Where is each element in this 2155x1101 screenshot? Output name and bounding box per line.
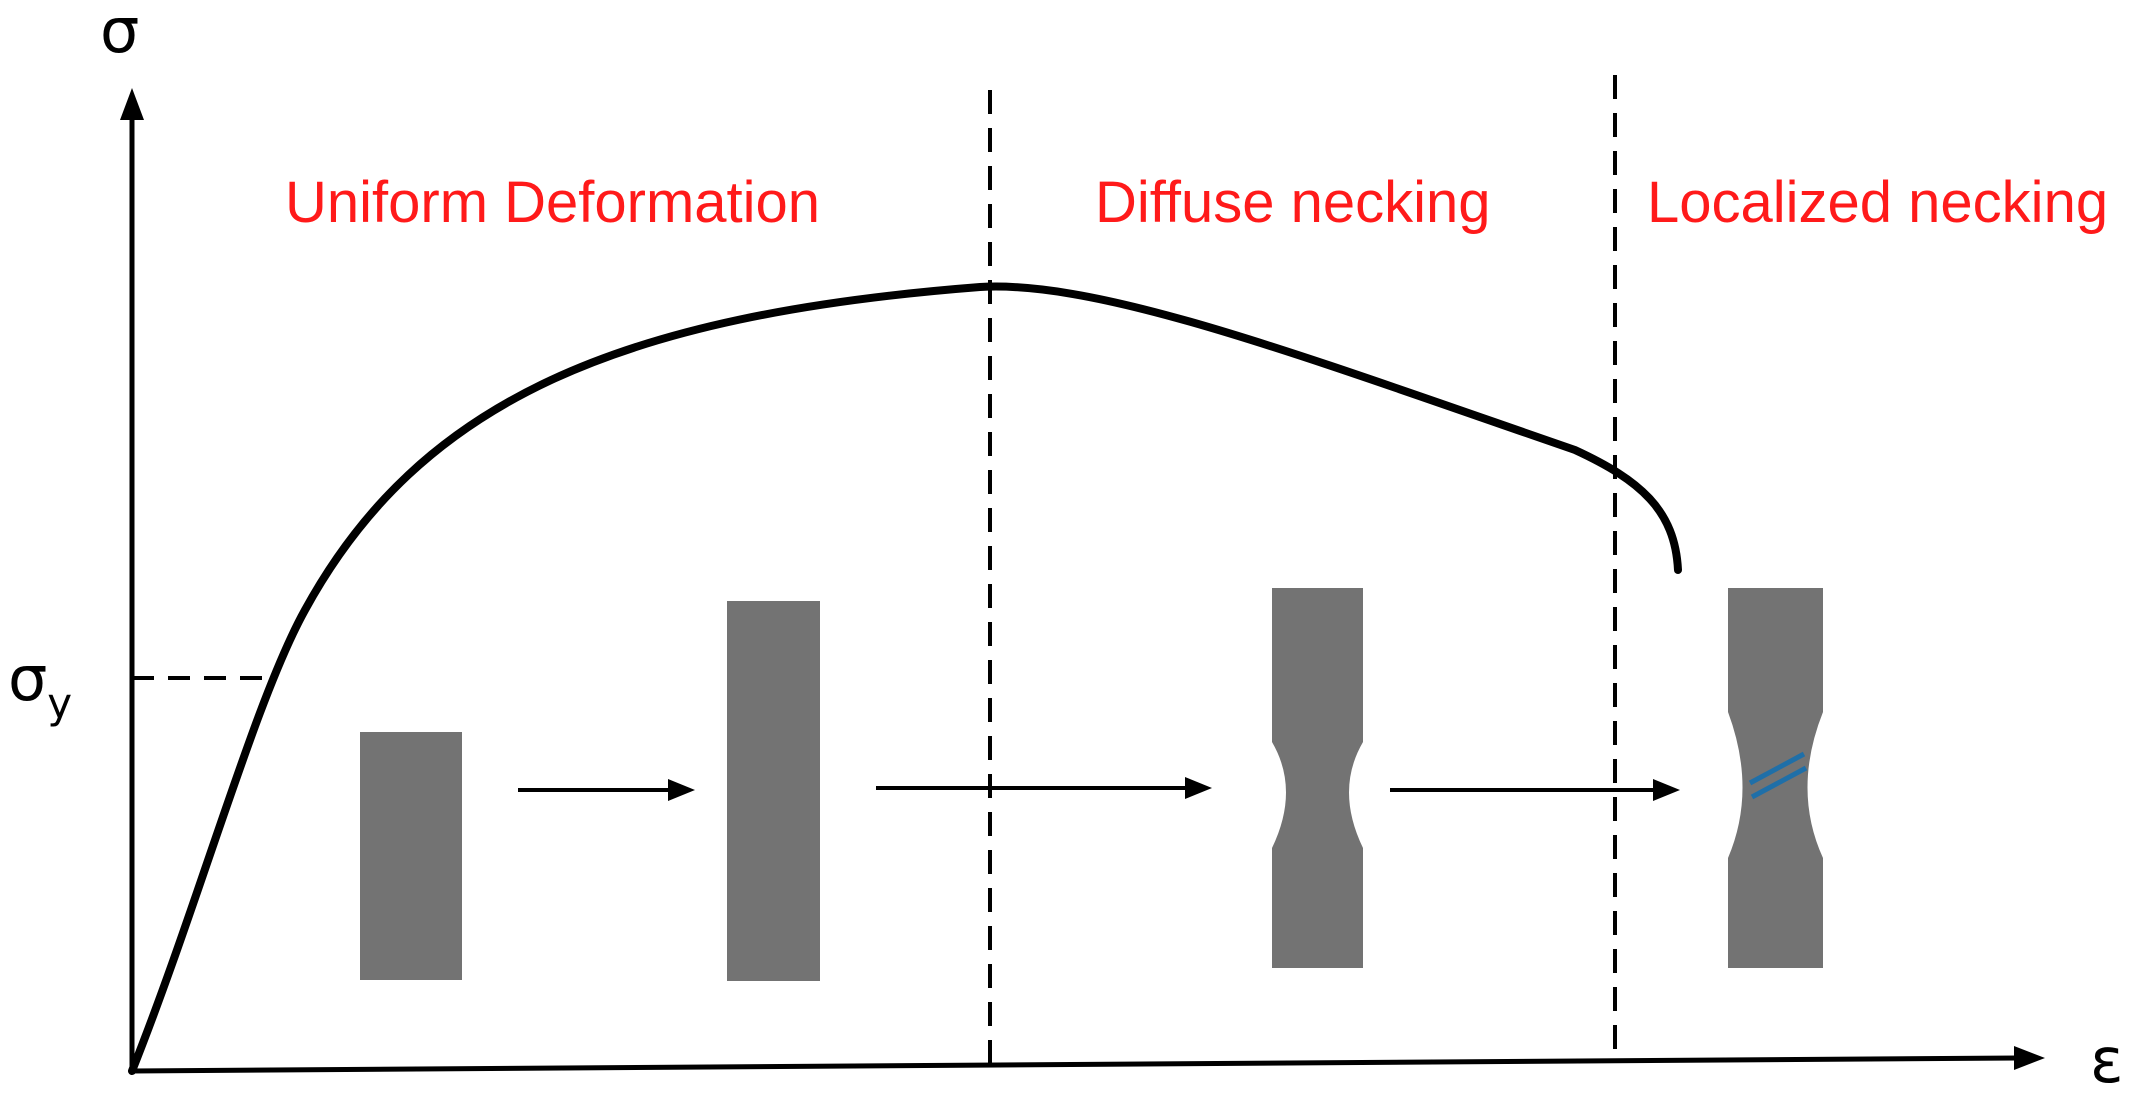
specimen-initial — [360, 732, 462, 980]
yield-stress-symbol: σ — [8, 642, 47, 715]
y-axis-label: σ — [100, 0, 139, 67]
shear-band-line-2 — [1750, 765, 1808, 800]
region-label-diffuse-necking: Diffuse necking — [1095, 170, 1491, 235]
specimen-elongated — [727, 601, 820, 981]
arrow-2-head — [1185, 777, 1212, 799]
y-axis-arrowhead — [120, 88, 144, 120]
specimen-localized-neck — [1728, 588, 1823, 968]
shear-band-line-1 — [1748, 751, 1806, 786]
region-label-uniform-deformation: Uniform Deformation — [285, 170, 820, 235]
x-axis — [131, 1055, 2019, 1074]
stress-strain-curve — [128, 282, 1682, 1075]
arrow-1-head — [668, 779, 695, 801]
specimen-diffuse-neck — [1272, 588, 1363, 968]
yield-stress-subscript: y — [47, 679, 72, 728]
arrow-3-head — [1653, 779, 1680, 801]
x-axis-label: ε — [2090, 1024, 2124, 1097]
x-axis-arrowhead — [2014, 1046, 2045, 1070]
yield-stress-label: σy — [8, 642, 72, 728]
region-label-localized-necking: Localized necking — [1647, 170, 2108, 235]
